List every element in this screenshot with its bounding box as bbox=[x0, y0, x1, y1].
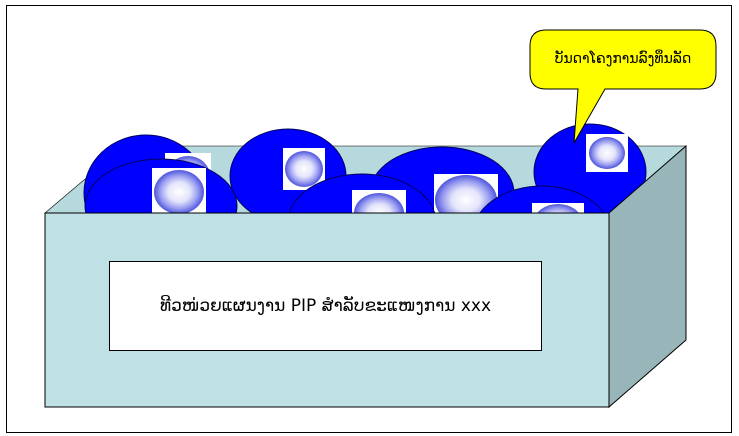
box-label-text: ທີວໜ່ວຍແຜນງານ PIP ສຳລັບຂະແໜງການ xxx bbox=[159, 296, 492, 316]
callout-label-text: ບັນດາໂຄງການລົງທຶນລັດ bbox=[554, 51, 692, 67]
box-label: ທີວໜ່ວຍແຜນງານ PIP ສຳລັບຂະແໜງການ xxx bbox=[109, 261, 542, 351]
callout-label: ບັນດາໂຄງການລົງທຶນລັດ bbox=[532, 37, 714, 81]
callout-bubble bbox=[529, 29, 717, 144]
